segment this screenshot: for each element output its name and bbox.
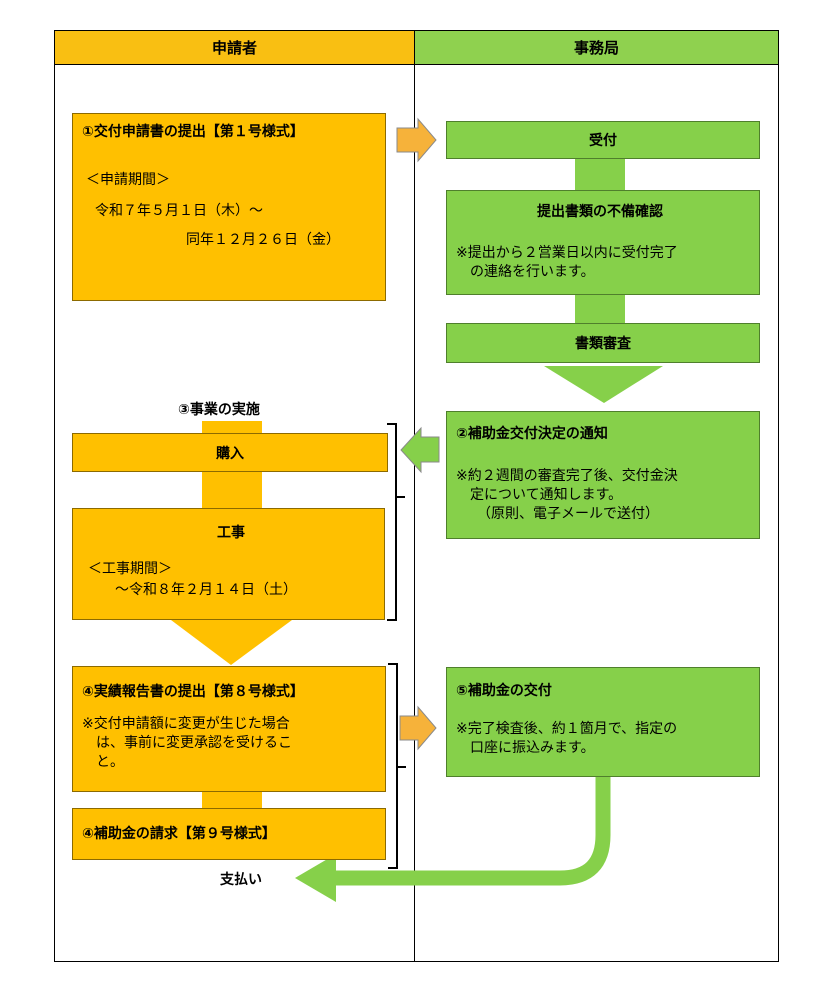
construction-period-end: ～令和８年２月１４日（土） (115, 582, 297, 598)
arrow-step5-to-payment-head (295, 854, 336, 902)
step1-period-label: ＜申請期間＞ (86, 172, 170, 188)
step1-box: ①交付申請書の提出【第１号様式】 ＜申請期間＞ 令和７年５月１日（木）～ 同年１… (72, 113, 386, 301)
arrow-construction-to-step4 (171, 620, 292, 665)
construction-period-label: ＜工事期間＞ (88, 561, 172, 577)
step4a-note-line3: と。 (96, 754, 124, 770)
step1-title: ①交付申請書の提出【第１号様式】 (82, 124, 304, 140)
purchase-box: 購入 (72, 433, 388, 472)
step3-label: ③事業の実施 (178, 402, 260, 418)
step1-period-end: 同年１２月２６日（金） (186, 232, 340, 248)
step2-title: ②補助金交付決定の通知 (456, 426, 608, 442)
step5-title: ⑤補助金の交付 (456, 683, 552, 699)
connector-check-review (575, 295, 625, 323)
step1-period-start: 令和７年５月１日（木）～ (95, 203, 263, 219)
check-box: 提出書類の不備確認 ※提出から２営業日以内に受付完了 の連絡を行います。 (446, 190, 760, 295)
header-office: 事務局 (414, 30, 779, 65)
review-box: 書類審査 (446, 323, 760, 363)
arrow-review-to-step2 (544, 366, 663, 403)
step4a-title: ④実績報告書の提出【第８号様式】 (82, 684, 304, 700)
connector-reception-check (575, 158, 625, 190)
connector-step4a-step4b (202, 792, 262, 808)
check-note-line1: ※提出から２営業日以内に受付完了 (456, 245, 678, 261)
construction-box: 工事 ＜工事期間＞ ～令和８年２月１４日（土） (72, 508, 385, 620)
step5-box: ⑤補助金の交付 ※完了検査後、約１箇月で、指定の 口座に振込みます。 (446, 667, 760, 777)
step5-note-line2: 口座に振込みます。 (470, 740, 595, 756)
connector-purchase-construction (202, 472, 262, 508)
check-title: 提出書類の不備確認 (537, 204, 663, 220)
arrow-step5-to-payment (330, 777, 611, 886)
column-divider (414, 30, 415, 962)
step5-note-line1: ※完了検査後、約１箇月で、指定の (456, 721, 678, 737)
step4b-box: ④補助金の請求【第９号様式】 (72, 808, 386, 860)
reception-box: 受付 (446, 121, 760, 159)
construction-title: 工事 (217, 525, 245, 541)
bracket-report (388, 663, 406, 869)
step2-box: ②補助金交付決定の通知 ※約２週間の審査完了後、交付金決 定について通知します。… (446, 411, 760, 539)
step4b-title: ④補助金の請求【第９号様式】 (82, 826, 276, 842)
step4a-box: ④実績報告書の提出【第８号様式】 ※交付申請額に変更が生じた場合 は、事前に変更… (72, 666, 386, 792)
payment-label: 支払い (220, 872, 262, 888)
step4a-note-line1: ※交付申請額に変更が生じた場合 (82, 716, 290, 732)
check-note-line2: の連絡を行います。 (470, 264, 595, 280)
arrow-step1-to-reception (396, 117, 437, 163)
arrow-step4-to-step5 (399, 705, 437, 751)
connector-start-purchase (202, 421, 262, 433)
bracket-implementation (387, 423, 405, 621)
arrow-step2-to-applicant (400, 426, 440, 474)
step2-note-line3: （原則、電子メールで送付） (477, 506, 659, 522)
step2-note-line1: ※約２週間の審査完了後、交付金決 (456, 468, 678, 484)
step4a-note-line2: は、事前に変更承認を受けるこ (96, 735, 292, 751)
step2-note-line2: 定について通知します。 (470, 487, 623, 503)
